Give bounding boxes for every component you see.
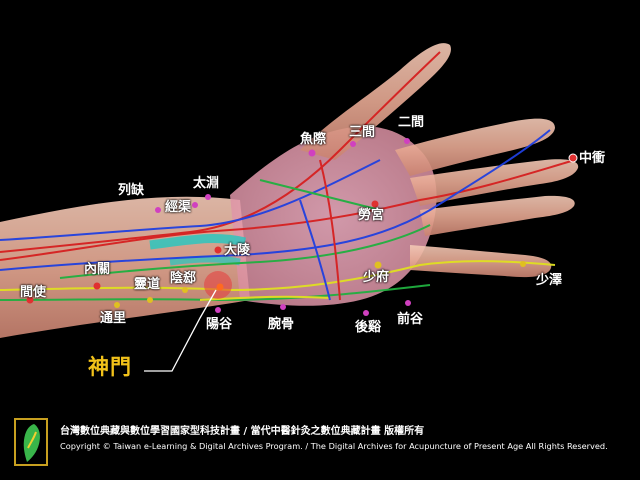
point-label-jingqu: 經渠 xyxy=(165,200,192,215)
point-label-daling: 大陵 xyxy=(224,243,251,258)
point-label-erjian: 二間 xyxy=(398,115,425,130)
point-label-sanjian: 三間 xyxy=(349,125,376,140)
point-label-tongli: 通里 xyxy=(100,311,127,326)
point-label-shaofu: 少府 xyxy=(363,270,390,285)
point-label-wangu: 腕骨 xyxy=(268,317,295,332)
point-label-neiguan: 內關 xyxy=(84,262,111,277)
point-label-lieque: 列缺 xyxy=(118,183,145,198)
point-label-yuji: 魚際 xyxy=(300,132,327,147)
point-label-yinxi: 陰郄 xyxy=(170,271,197,286)
point-label-lingdao: 靈道 xyxy=(134,277,161,292)
footer-copyright-chinese: 台灣數位典藏與數位學習國家型科技計畫 / 當代中醫針灸之數位典藏計畫 版權所有 xyxy=(60,426,425,437)
point-label-laogong: 勞宮 xyxy=(358,208,385,223)
copyright-footer: 台灣數位典藏與數位學習國家型科技計畫 / 當代中醫針灸之數位典藏計畫 版權所有 … xyxy=(0,410,640,480)
point-label-shaoze: 少澤 xyxy=(536,273,563,288)
point-label-jianshi: 間使 xyxy=(20,285,47,300)
point-label-yanggu: 陽谷 xyxy=(206,317,233,332)
focus-point-label: 神門 xyxy=(88,355,132,379)
point-label-houxi: 後谿 xyxy=(355,320,382,335)
point-label-taiyuan: 太淵 xyxy=(193,176,220,191)
footer-copyright-english: Copyright © Taiwan e-Learning & Digital … xyxy=(60,441,608,451)
point-label-qiangu: 前谷 xyxy=(397,312,424,327)
point-label-zhongchong: 中衝 xyxy=(579,151,606,166)
acupoint-dots xyxy=(26,138,578,316)
taiwan-logo-icon xyxy=(14,418,48,466)
focus-pointer-line xyxy=(144,289,217,372)
